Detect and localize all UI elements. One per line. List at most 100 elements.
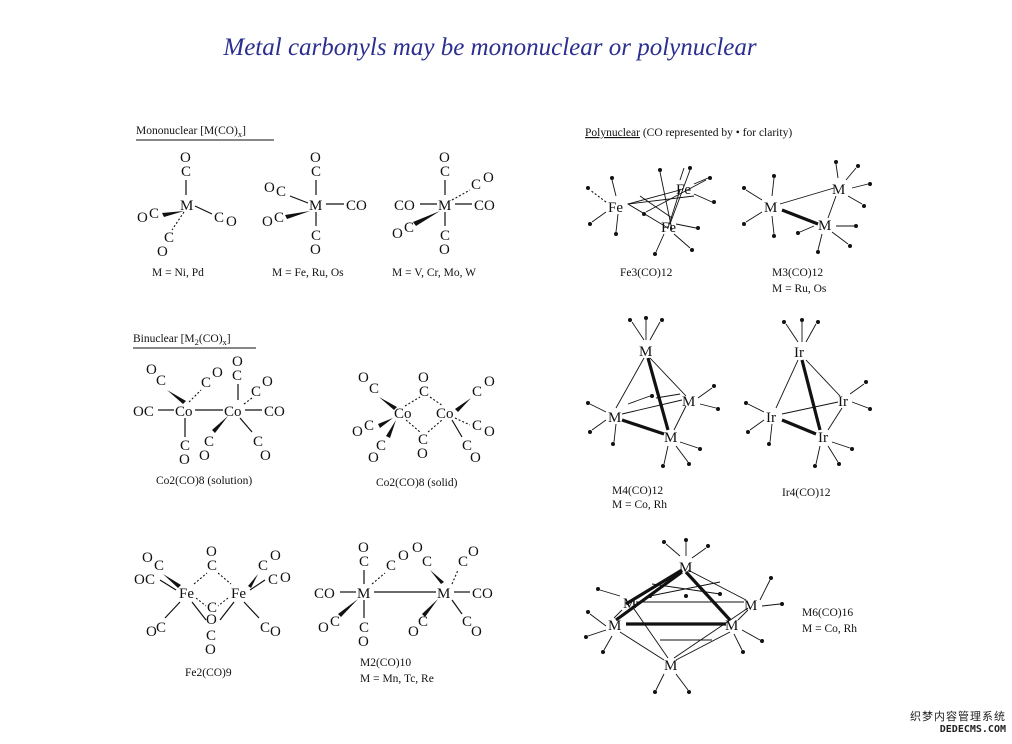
svg-text:C: C (180, 438, 190, 454)
svg-text:O: O (264, 180, 275, 196)
svg-text:O: O (137, 210, 148, 226)
svg-text:O: O (412, 540, 423, 556)
svg-text:O: O (226, 214, 237, 230)
svg-text:C: C (462, 438, 472, 454)
svg-text:Co: Co (436, 406, 454, 422)
svg-text:O: O (270, 624, 281, 640)
svg-text:C: C (369, 381, 379, 397)
svg-text:C: C (364, 418, 374, 434)
svg-text:C: C (311, 228, 321, 244)
caption-fe2: Fe2(CO)9 (185, 667, 232, 679)
svg-text:C: C (422, 554, 432, 570)
svg-text:O: O (199, 448, 210, 464)
svg-text:C: C (201, 375, 211, 391)
svg-text:M: M (664, 430, 677, 446)
svg-text:C: C (330, 614, 340, 630)
svg-text:C: C (164, 230, 174, 246)
svg-text:O: O (142, 550, 153, 566)
svg-text:Co: Co (175, 404, 193, 420)
svg-text:C: C (204, 434, 214, 450)
svg-text:C: C (472, 384, 482, 400)
svg-text:C: C (418, 614, 428, 630)
svg-text:Fe: Fe (231, 586, 246, 602)
svg-text:O: O (146, 362, 157, 378)
structure-m3-co12: M M M M3(CO)12 M = Ru, Os (742, 160, 872, 295)
svg-text:Mononuclear [M(CO)x]: Mononuclear [M(CO)x] (136, 125, 246, 139)
svg-text:O: O (484, 374, 495, 390)
svg-text:C: C (214, 210, 224, 226)
svg-text:C: C (156, 620, 166, 636)
svg-text:C: C (359, 554, 369, 570)
svg-text:CO: CO (394, 198, 415, 214)
svg-text:O: O (358, 634, 369, 650)
svg-text:O: O (212, 365, 223, 381)
svg-text:C: C (458, 554, 468, 570)
svg-text:Ir: Ir (838, 394, 848, 410)
svg-text:C: C (207, 558, 217, 574)
structure-m4-co12: M M M M M4(CO)12 M = Co, Rh (586, 316, 720, 511)
svg-text:M: M (437, 586, 450, 602)
svg-text:O: O (439, 242, 450, 258)
svg-text:M: M (438, 198, 451, 214)
svg-text:O: O (262, 374, 273, 390)
svg-text:M: M (608, 410, 621, 426)
svg-text:O: O (270, 548, 281, 564)
svg-text:C: C (268, 572, 278, 588)
svg-text:M: M (679, 560, 692, 576)
svg-text:Ir: Ir (818, 430, 828, 446)
svg-text:M: M (682, 394, 695, 410)
svg-text:C: C (253, 434, 263, 450)
svg-text:Co: Co (224, 404, 242, 420)
svg-text:O: O (310, 150, 321, 166)
svg-text:O: O (134, 572, 145, 588)
svg-text:O: O (206, 612, 217, 628)
svg-text:Fe: Fe (608, 200, 623, 216)
caption-m2: M2(CO)10 (360, 657, 411, 669)
svg-text:Co: Co (394, 406, 412, 422)
svg-text:O: O (206, 544, 217, 560)
structure-ir4-co12: Ir Ir Ir Ir Ir4(CO)12 (744, 318, 872, 499)
svg-text:C: C (156, 373, 166, 389)
svg-text:CO: CO (264, 404, 285, 420)
svg-text:M: M (623, 596, 636, 612)
svg-text:O: O (418, 370, 429, 386)
svg-text:C: C (418, 432, 428, 448)
svg-text:M: M (832, 182, 845, 198)
watermark-line1: 织梦内容管理系统 (910, 710, 1006, 723)
svg-text:Ir: Ir (794, 345, 804, 361)
svg-text:CO: CO (346, 198, 367, 214)
svg-text:O: O (392, 226, 403, 242)
structure-m6-co16: M M M M M M M6(CO)16 M = Co, Rh (584, 538, 857, 694)
svg-text:C: C (404, 220, 414, 236)
svg-text:C: C (154, 558, 164, 574)
svg-text:Fe: Fe (661, 220, 676, 236)
svg-text:O: O (318, 620, 329, 636)
caption-m-v: M = V, Cr, Mo, W (392, 267, 476, 279)
caption-m-ni: M = Ni, Pd (152, 267, 204, 279)
svg-text:O: O (483, 170, 494, 186)
header-binuclear: Binuclear [M2(CO)x] (133, 333, 256, 349)
svg-text:C: C (440, 164, 450, 180)
svg-text:O: O (310, 242, 321, 258)
watermark-logo: 织梦内容管理系统 DEDECMS.COM (896, 708, 1006, 738)
svg-text:O: O (368, 450, 379, 466)
caption-m4: M4(CO)12 (612, 485, 663, 497)
svg-text:Fe: Fe (179, 586, 194, 602)
header-polynuclear: Polynuclear (CO represented by • for cla… (585, 127, 792, 139)
caption-co2-solid: Co2(CO)8 (solid) (376, 477, 458, 489)
svg-text:M: M (180, 198, 193, 214)
svg-text:O: O (484, 424, 495, 440)
svg-text:O: O (180, 150, 191, 166)
caption-m3-metals: M = Ru, Os (772, 283, 827, 295)
svg-text:O: O (352, 424, 363, 440)
svg-text:Binuclear [M2(CO)x]: Binuclear [M2(CO)x] (133, 333, 231, 347)
svg-text:C: C (462, 614, 472, 630)
svg-text:CO: CO (474, 198, 495, 214)
svg-text:M: M (608, 618, 621, 634)
svg-text:O: O (358, 370, 369, 386)
svg-text:C: C (419, 384, 429, 400)
